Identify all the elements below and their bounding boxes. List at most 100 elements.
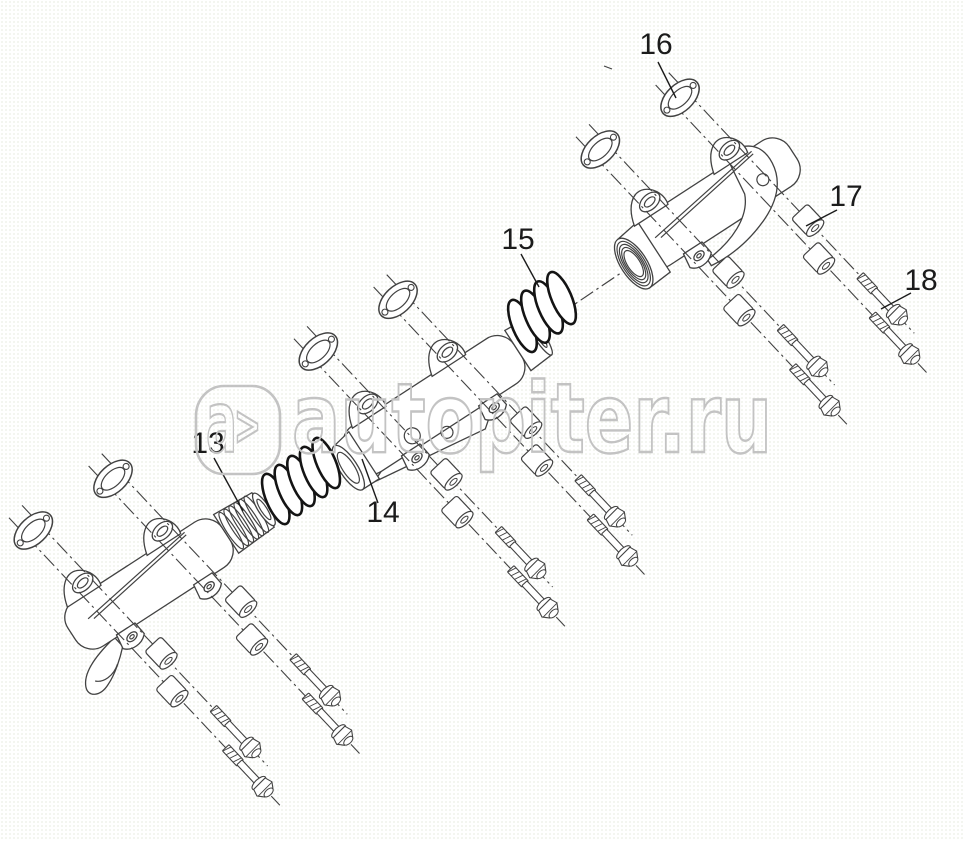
fastener-centerline xyxy=(8,517,281,806)
downpipe-outlet xyxy=(84,636,124,695)
spacer-end xyxy=(455,510,474,529)
exhaust-gasket xyxy=(378,280,418,320)
socket-thread-rib xyxy=(621,246,647,281)
bolt-thread-line xyxy=(597,526,606,532)
spacer-bore xyxy=(449,477,458,486)
port-hole xyxy=(441,346,454,358)
lug-hole xyxy=(491,404,497,411)
bolt-thread-line xyxy=(582,483,591,489)
lug-hole-rim xyxy=(203,581,215,593)
bolt-head-cap xyxy=(615,517,627,528)
watermark: a>autopiter.ru xyxy=(194,362,773,476)
gasket-outer xyxy=(93,459,133,499)
watermark-logo-letter: a xyxy=(206,374,237,473)
gasket-bolt-tab xyxy=(122,462,130,470)
spring-coil xyxy=(545,270,578,326)
bolt-head-cap xyxy=(263,787,274,798)
gasket-bolt-tab xyxy=(96,487,104,495)
flange-bolt xyxy=(776,324,829,378)
part-number-label: 17 xyxy=(829,180,862,213)
bolt-head-cap xyxy=(548,608,559,619)
bolt-head-facet xyxy=(904,349,919,365)
elbow-outlet xyxy=(706,145,778,267)
bolt-thread-line xyxy=(867,285,876,291)
bolt-thread-line xyxy=(229,753,238,759)
socket-thread-rib xyxy=(616,240,651,287)
bolt-thread-line xyxy=(502,535,511,541)
bolt-thread-line xyxy=(222,746,231,752)
bolt-head-cap xyxy=(536,569,547,580)
gasket-bolt-tab xyxy=(689,81,697,89)
lug-hole-rim xyxy=(488,402,500,414)
bolt-head-cap xyxy=(330,696,342,707)
socket-bore xyxy=(336,451,360,484)
spacer-bore xyxy=(731,275,740,284)
spacer-bore xyxy=(529,426,538,435)
bolt-head-cap xyxy=(830,406,841,417)
spacer-sleeve xyxy=(723,293,756,327)
lug-hole xyxy=(414,455,420,461)
bolt-head-facet xyxy=(622,551,637,567)
bolt-thread-line xyxy=(511,571,520,577)
fastener-centerline xyxy=(668,72,915,334)
callout-leader-line xyxy=(361,458,379,504)
flange-bolt xyxy=(574,474,627,528)
bolt-head-cap xyxy=(343,735,354,746)
exhaust-gasket xyxy=(93,459,133,499)
left-manifold-body xyxy=(63,491,276,695)
gasket-bolt-tab xyxy=(609,133,617,141)
bolt-thread-line xyxy=(505,539,515,545)
bolt-thread-line xyxy=(300,666,309,672)
bolt-thread-line xyxy=(293,659,302,665)
socket-thread-rib xyxy=(623,249,645,278)
right-manifold-body xyxy=(613,136,801,290)
bolt-thread-line xyxy=(297,662,306,668)
bolt-thread-line xyxy=(800,376,809,382)
bolt-head-facet xyxy=(542,602,558,618)
spacer-sleeve xyxy=(225,585,258,618)
watermark-text: autopiter.ru xyxy=(292,363,772,475)
port-hole xyxy=(76,577,89,589)
fastener-centerline xyxy=(373,286,645,575)
bolt-head-facet xyxy=(824,400,840,416)
spacer-bore xyxy=(175,694,184,703)
port-hole xyxy=(643,196,656,208)
bolt-thread-line xyxy=(590,519,600,525)
bolt-thread-line xyxy=(857,274,866,280)
fastener-centerline xyxy=(655,84,927,373)
bolt-head-cap xyxy=(897,315,909,326)
lug-hole-rim xyxy=(411,452,423,464)
flange-edge-line xyxy=(93,534,187,620)
downpipe-lip-line xyxy=(95,663,119,682)
elbow-hole xyxy=(756,173,770,187)
bolt-thread-line xyxy=(789,365,798,371)
bolt-thread-line xyxy=(872,317,882,323)
gasket-bolt-tab xyxy=(42,514,50,522)
flange-bolt xyxy=(494,526,547,580)
part-number-label: 16 xyxy=(639,28,672,61)
thread-rib xyxy=(218,511,245,550)
spacer-end xyxy=(816,257,836,275)
spacer-sleeve xyxy=(145,637,178,670)
bolt-thread-line xyxy=(210,707,219,713)
part-number-label: 14 xyxy=(366,496,399,529)
spacer-end xyxy=(159,651,178,670)
bolt-thread-line xyxy=(213,711,223,716)
bolt-thread-line xyxy=(302,694,311,700)
spacer-end xyxy=(534,459,554,477)
watermark-logo-frame xyxy=(194,384,282,476)
thread-rib xyxy=(228,505,255,543)
bolt-thread-line xyxy=(879,324,888,330)
flange-bolt xyxy=(301,692,354,746)
spacer-sleeve xyxy=(712,256,745,289)
bolt-thread-line xyxy=(312,705,321,711)
gasket-bolt-tab xyxy=(583,158,591,166)
bolt-thread-line xyxy=(777,326,786,332)
exhaust-gasket xyxy=(298,332,339,371)
bolt-thread-line xyxy=(587,515,596,521)
spacer-sleeve xyxy=(792,204,825,237)
fastener-centerline xyxy=(588,124,835,386)
spring-coil xyxy=(311,436,342,490)
socket-opening xyxy=(331,444,366,491)
spacer-end xyxy=(726,270,745,289)
